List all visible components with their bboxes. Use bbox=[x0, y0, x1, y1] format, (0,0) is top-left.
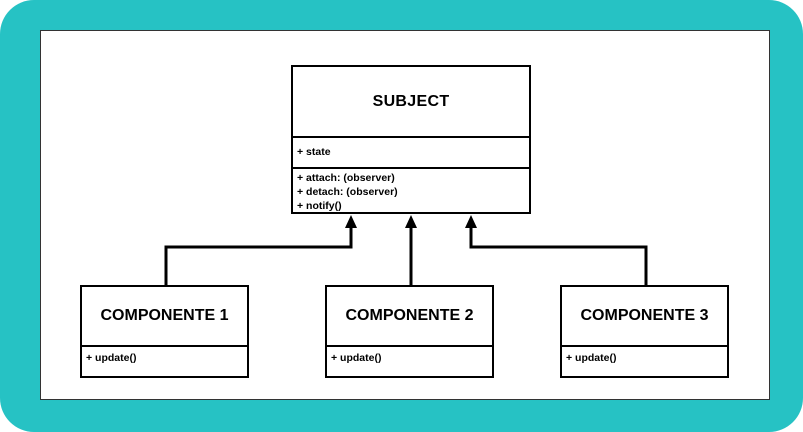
componente-1-class-box: COMPONENTE 1 + update() bbox=[80, 285, 249, 378]
componente-2-class-name: COMPONENTE 2 bbox=[327, 287, 492, 347]
componente-2-class-box: COMPONENTE 2 + update() bbox=[325, 285, 494, 378]
componente-3-operations: + update() bbox=[562, 347, 727, 365]
arrowhead-2 bbox=[405, 215, 417, 228]
arrowhead-3 bbox=[465, 215, 477, 228]
componente-1-operations: + update() bbox=[82, 347, 247, 365]
subject-operation: + detach: (observer) bbox=[297, 186, 398, 198]
connector-line-3 bbox=[469, 227, 648, 285]
arrowhead-1 bbox=[345, 215, 357, 228]
subject-attribute: + state bbox=[297, 146, 331, 158]
subject-operation: + notify() bbox=[297, 200, 342, 212]
connector-componente-1 bbox=[164, 215, 357, 285]
componente-2-operations: + update() bbox=[327, 347, 492, 365]
componente-3-class-name: COMPONENTE 3 bbox=[562, 287, 727, 347]
componente-3-operation: + update() bbox=[566, 352, 617, 364]
connector-componente-3 bbox=[465, 215, 648, 285]
componente-1-class-name: COMPONENTE 1 bbox=[82, 287, 247, 347]
subject-operations: + attach: (observer) + detach: (observer… bbox=[293, 169, 529, 212]
subject-attributes: + state bbox=[293, 138, 529, 169]
connector-line-1 bbox=[164, 227, 353, 285]
connectors bbox=[164, 215, 648, 285]
subject-operation: + attach: (observer) bbox=[297, 172, 395, 184]
diagram-canvas: SUBJECT + state + attach: (observer) + d… bbox=[40, 30, 770, 400]
componente-1-operation: + update() bbox=[86, 352, 137, 364]
subject-class-box: SUBJECT + state + attach: (observer) + d… bbox=[291, 65, 531, 214]
subject-class-name: SUBJECT bbox=[293, 67, 529, 138]
connector-componente-2 bbox=[405, 215, 417, 285]
componente-2-operation: + update() bbox=[331, 352, 382, 364]
componente-3-class-box: COMPONENTE 3 + update() bbox=[560, 285, 729, 378]
